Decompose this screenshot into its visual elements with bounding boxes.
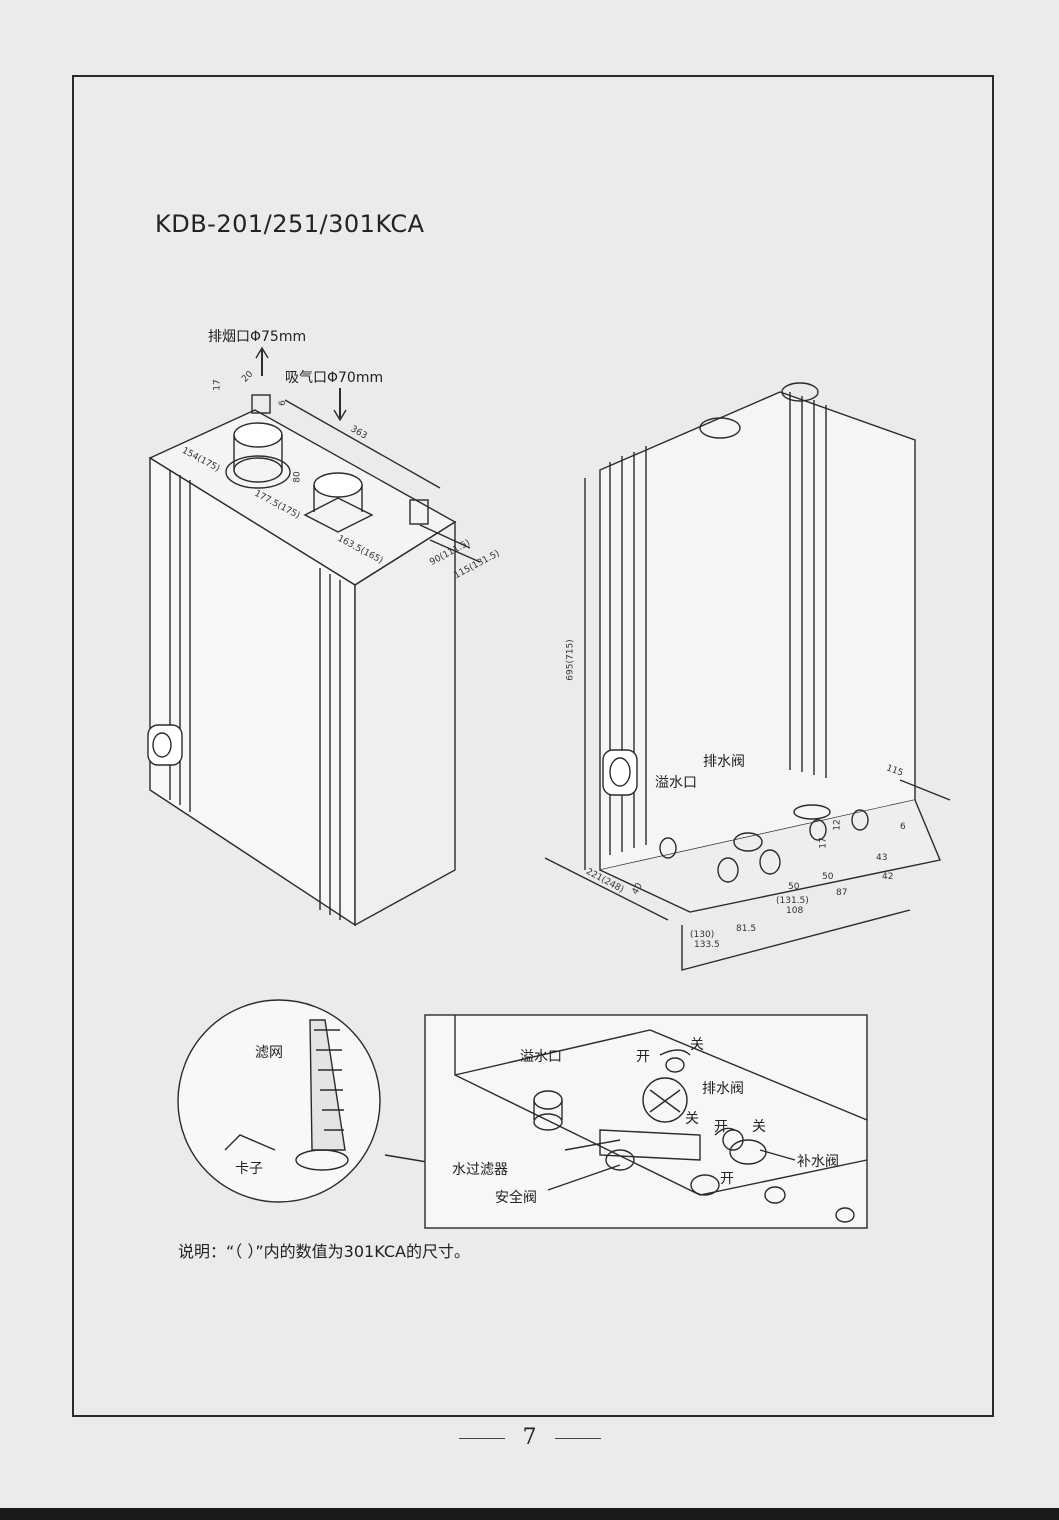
page-number: 7 xyxy=(522,1425,537,1450)
front-view-heater xyxy=(147,346,481,927)
rear-view-heater xyxy=(544,382,951,971)
detail-overflow-label: 溢水口 xyxy=(520,1049,562,1065)
dim-130: (130) xyxy=(690,930,715,940)
dim-50a: 50 xyxy=(788,882,800,892)
detail-open-1: 开 xyxy=(636,1049,650,1065)
dim-42: 42 xyxy=(882,872,894,882)
dim-height: 695(715) xyxy=(565,639,576,681)
detail-close-1: 关 xyxy=(690,1037,704,1053)
detail-safety-valve-label: 安全阀 xyxy=(495,1190,537,1206)
dim-rear-6: 6 xyxy=(900,822,906,832)
dim-81: 81.5 xyxy=(736,924,757,934)
detail-open-3: 开 xyxy=(720,1171,734,1187)
dim-rear-17: 17 xyxy=(818,837,829,849)
detail-close-2: 关 xyxy=(685,1111,699,1127)
dimension-note: 说明：“（ ）”内的数值为301KCA的尺寸。 xyxy=(178,1242,470,1261)
model-title: KDB-201/251/301KCA xyxy=(155,210,425,238)
rear-drain-valve-label: 排水阀 xyxy=(703,754,745,770)
dim-6: 6 xyxy=(277,400,288,406)
dim-133: 133.5 xyxy=(694,940,720,950)
scan-edge xyxy=(0,1508,1059,1520)
filter-detail-drawing xyxy=(177,999,446,1203)
clip-label: 卡子 xyxy=(235,1161,263,1177)
dim-50b: 50 xyxy=(822,872,834,882)
dim-131: (131.5) xyxy=(776,896,809,906)
page-frame xyxy=(72,75,994,1417)
detail-open-2: 开 xyxy=(714,1119,728,1135)
dim-12: 12 xyxy=(832,819,843,831)
dim-87: 87 xyxy=(836,888,848,898)
rear-overflow-label: 溢水口 xyxy=(655,775,697,791)
detail-drain-valve-label: 排水阀 xyxy=(702,1081,744,1097)
filter-mesh-label: 滤网 xyxy=(255,1045,283,1061)
dim-80: 80 xyxy=(292,471,303,483)
detail-water-filter-label: 水过滤器 xyxy=(452,1162,508,1178)
detail-close-3: 关 xyxy=(752,1119,766,1135)
dim-43: 43 xyxy=(876,853,888,863)
valve-detail-drawing xyxy=(424,1014,868,1229)
page-dash-right xyxy=(554,1437,601,1439)
exhaust-port-label: 排烟口Φ75mm xyxy=(208,329,307,345)
dim-17: 17 xyxy=(212,379,223,391)
detail-refill-valve-label: 补水阀 xyxy=(797,1154,839,1170)
intake-port-label: 吸气口Φ70mm xyxy=(285,370,384,386)
dim-108: 108 xyxy=(786,906,804,916)
page-number-row: 7 xyxy=(0,1425,1059,1450)
page-dash-left xyxy=(458,1437,505,1439)
